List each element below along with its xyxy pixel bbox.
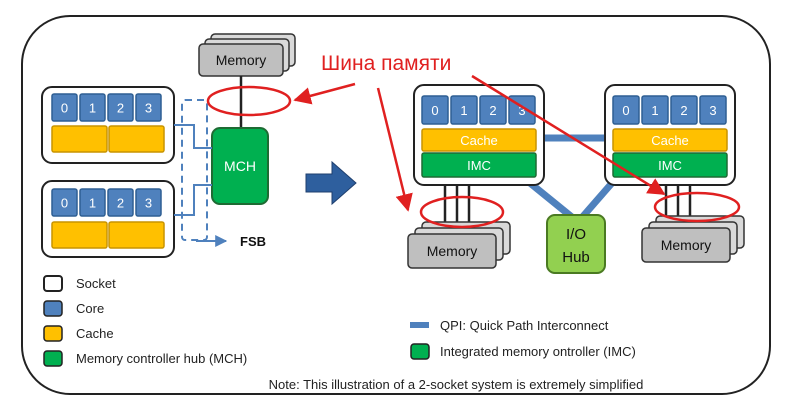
- legend-right: QPI: Quick Path Interconnect Integrated …: [410, 318, 636, 360]
- left-socket-1-core-1: [79, 93, 106, 122]
- right-socket-b-core-3-label: 3: [709, 103, 716, 118]
- right-socket-a-core-2: [479, 95, 507, 125]
- annotation-ellipse-right-b: [653, 191, 741, 223]
- right-socket-b-core-1-label: 1: [651, 103, 658, 118]
- right-socket-a-core-1-label: 1: [460, 103, 467, 118]
- legend-core-label: Core: [76, 301, 104, 316]
- left-socket-1-cache-b: [108, 125, 165, 153]
- left-socket-1-core-2: [107, 93, 134, 122]
- left-socket-1-core-3: [135, 93, 162, 122]
- right-socket-a-cache: [421, 128, 537, 152]
- legend-left: Socket Core Cache Memory controller hub …: [43, 275, 247, 367]
- left-socket-1-core-0: [51, 93, 78, 122]
- legend-cache-swatch: [43, 325, 63, 342]
- legend-cache-label: Cache: [76, 326, 114, 341]
- left-socket-2-core-2-label: 2: [117, 196, 124, 211]
- right-socket-a-core-0: [421, 95, 449, 125]
- left-socket-2-cache-b: [108, 221, 165, 249]
- left-memory-label: Memory: [216, 52, 267, 68]
- left-socket-2-core-0: [51, 188, 78, 217]
- right-socket-a-cache-label: Cache: [460, 133, 498, 148]
- io-hub-label-line2: Hub: [562, 249, 590, 266]
- right-socket-b-core-2-label: 2: [680, 103, 687, 118]
- left-socket-1-core-0-label: 0: [61, 101, 68, 116]
- annotation-ellipse-left: [206, 85, 292, 117]
- left-socket-1-core-3-label: 3: [145, 101, 152, 116]
- right-socket-b-core-1: [641, 95, 669, 125]
- legend-imc-swatch: [410, 343, 430, 360]
- right-memory-label-b: Memory: [661, 237, 712, 253]
- legend-qpi-label: QPI: Quick Path Interconnect: [440, 318, 609, 333]
- right-socket-b-imc-label: IMC: [658, 158, 682, 173]
- right-socket-b-imc: [612, 152, 728, 178]
- right-memory-bus-a: [443, 185, 471, 226]
- left-socket-1-cache-a: [51, 125, 108, 153]
- right-memory-stack-b: Memory: [641, 215, 745, 263]
- fsb-label: FSB: [240, 234, 266, 249]
- left-socket-1-core-2-label: 2: [117, 101, 124, 116]
- right-socket-b-core-2: [670, 95, 698, 125]
- legend-mch-swatch: [43, 350, 63, 367]
- annotation-label: Шина памяти: [321, 52, 451, 75]
- right-socket-a-imc-label: IMC: [467, 158, 491, 173]
- left-socket-2-core-3-label: 3: [145, 196, 152, 211]
- legend-imc-label: Integrated memory ontroller (IMC): [440, 344, 636, 359]
- left-socket-1-core-1-label: 1: [89, 101, 96, 116]
- annotation-arrow-middle: [376, 87, 413, 212]
- right-memory-module-b: [641, 227, 731, 263]
- annotation-overlay: Шина памяти: [206, 52, 741, 229]
- left-memory-stack: Memory: [198, 33, 296, 77]
- left-socket-2-core-3: [135, 188, 162, 217]
- annotation-ellipse-right-a: [419, 195, 505, 229]
- legend-socket-label: Socket: [76, 276, 116, 291]
- io-hub-box: [546, 214, 606, 274]
- right-socket-b-cache: [612, 128, 728, 152]
- annotation-arrow-left: [293, 82, 356, 105]
- fsb-link-2: [174, 184, 212, 216]
- legend-core-swatch: [43, 300, 63, 317]
- right-socket-b-core-0-label: 0: [622, 103, 629, 118]
- right-memory-label-a: Memory: [427, 243, 478, 259]
- right-memory-stack-a: Memory: [407, 221, 511, 269]
- right-socket-a-core-2-label: 2: [489, 103, 496, 118]
- right-socket-a-core-0-label: 0: [431, 103, 438, 118]
- right-socket-a-core-3-label: 3: [518, 103, 525, 118]
- fsb-bus: [181, 99, 208, 241]
- mch-label: MCH: [224, 158, 256, 174]
- io-hub-label-line1: I/O: [566, 226, 586, 243]
- right-socket-b-core-0: [612, 95, 640, 125]
- transition-arrow: [305, 160, 357, 206]
- left-socket-2-core-1: [79, 188, 106, 217]
- left-socket-2-core-0-label: 0: [61, 196, 68, 211]
- footnote: Note: This illustration of a 2-socket sy…: [269, 377, 644, 392]
- right-socket-b-core-3: [699, 95, 727, 125]
- left-socket-2-cache-a: [51, 221, 108, 249]
- right-socket-a-imc: [421, 152, 537, 178]
- right-memory-module-a: [407, 233, 497, 269]
- mch-box: [211, 127, 269, 205]
- annotation-arrow-right: [471, 74, 666, 196]
- legend-socket-swatch: [43, 275, 63, 292]
- legend-mch-label: Memory controller hub (MCH): [76, 351, 247, 366]
- right-socket-a-core-1: [450, 95, 478, 125]
- core-rows: 0 1 2 3 0 1 2 3 0 1 2 3 0 1 2 3: [51, 93, 727, 217]
- left-socket-2-core-2: [107, 188, 134, 217]
- right-socket-b-cache-label: Cache: [651, 133, 689, 148]
- fsb-link-1: [174, 124, 212, 149]
- left-socket-2-core-1-label: 1: [89, 196, 96, 211]
